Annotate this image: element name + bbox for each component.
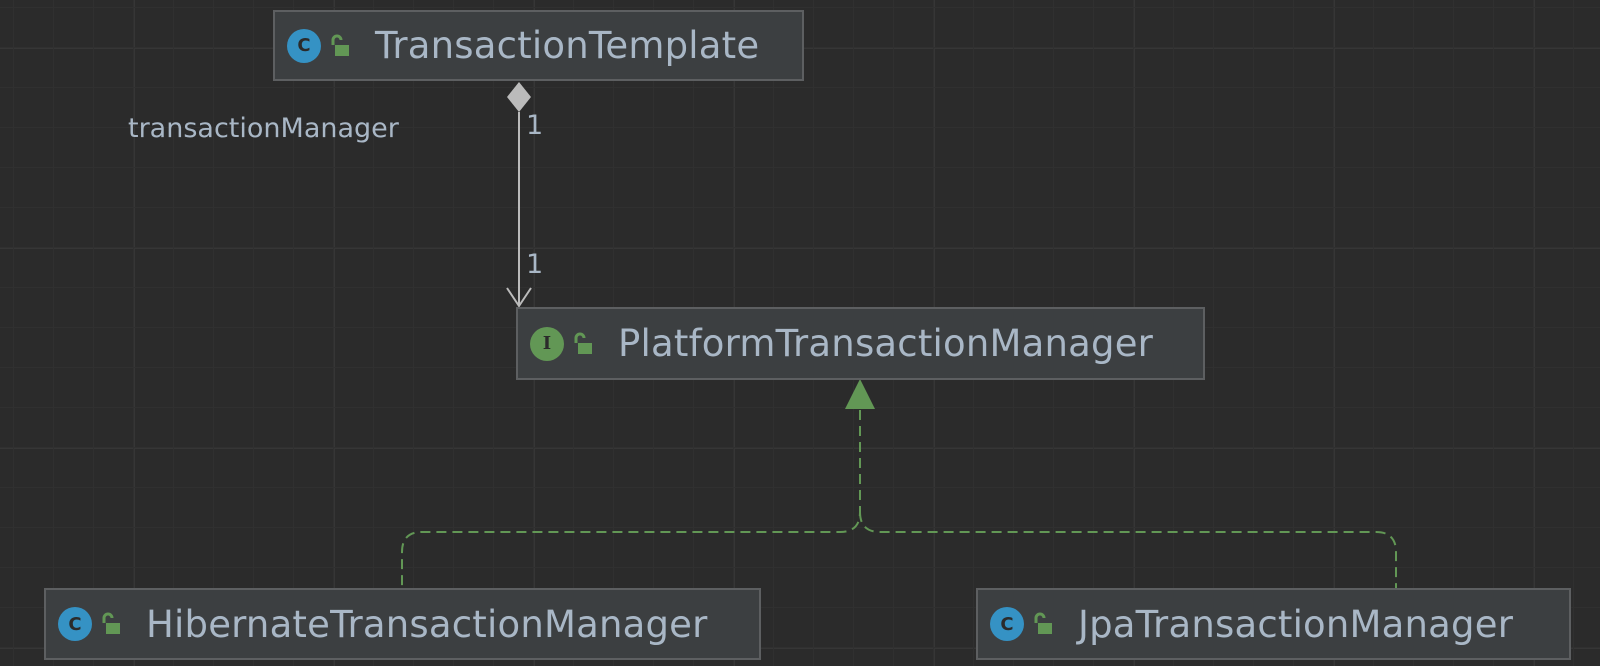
- class-kind-icon: C: [58, 607, 92, 641]
- public-lock-icon: [331, 34, 349, 56]
- class-name: TransactionTemplate: [375, 24, 760, 67]
- association-role-label: transactionManager: [128, 113, 399, 144]
- target-multiplicity-label: 1: [526, 249, 544, 280]
- public-lock-icon: [102, 612, 120, 634]
- interface-kind-icon: I: [530, 326, 564, 361]
- composition-diamond-icon: [507, 82, 531, 112]
- class-name: HibernateTransactionManager: [146, 602, 708, 646]
- class-name: JpaTransactionManager: [1078, 602, 1514, 646]
- class-kind-icon: C: [287, 28, 321, 63]
- public-lock-icon: [574, 332, 592, 354]
- association-edge[interactable]: [506, 82, 532, 308]
- source-multiplicity-label: 1: [526, 110, 544, 141]
- class-kind-icon: C: [990, 607, 1024, 641]
- interface-name: PlatformTransactionManager: [618, 322, 1154, 365]
- class-node-jpa-transaction-manager[interactable]: C JpaTransactionManager: [976, 588, 1571, 660]
- interface-node-platform-transaction-manager[interactable]: I PlatformTransactionManager: [516, 307, 1205, 380]
- realization-arrowhead-icon: [845, 379, 875, 409]
- class-node-transaction-template[interactable]: C TransactionTemplate: [273, 10, 804, 81]
- open-arrowhead-icon: [506, 287, 532, 308]
- public-lock-icon: [1034, 612, 1052, 634]
- class-node-hibernate-transaction-manager[interactable]: C HibernateTransactionManager: [44, 588, 761, 660]
- realization-edge[interactable]: [401, 410, 1397, 588]
